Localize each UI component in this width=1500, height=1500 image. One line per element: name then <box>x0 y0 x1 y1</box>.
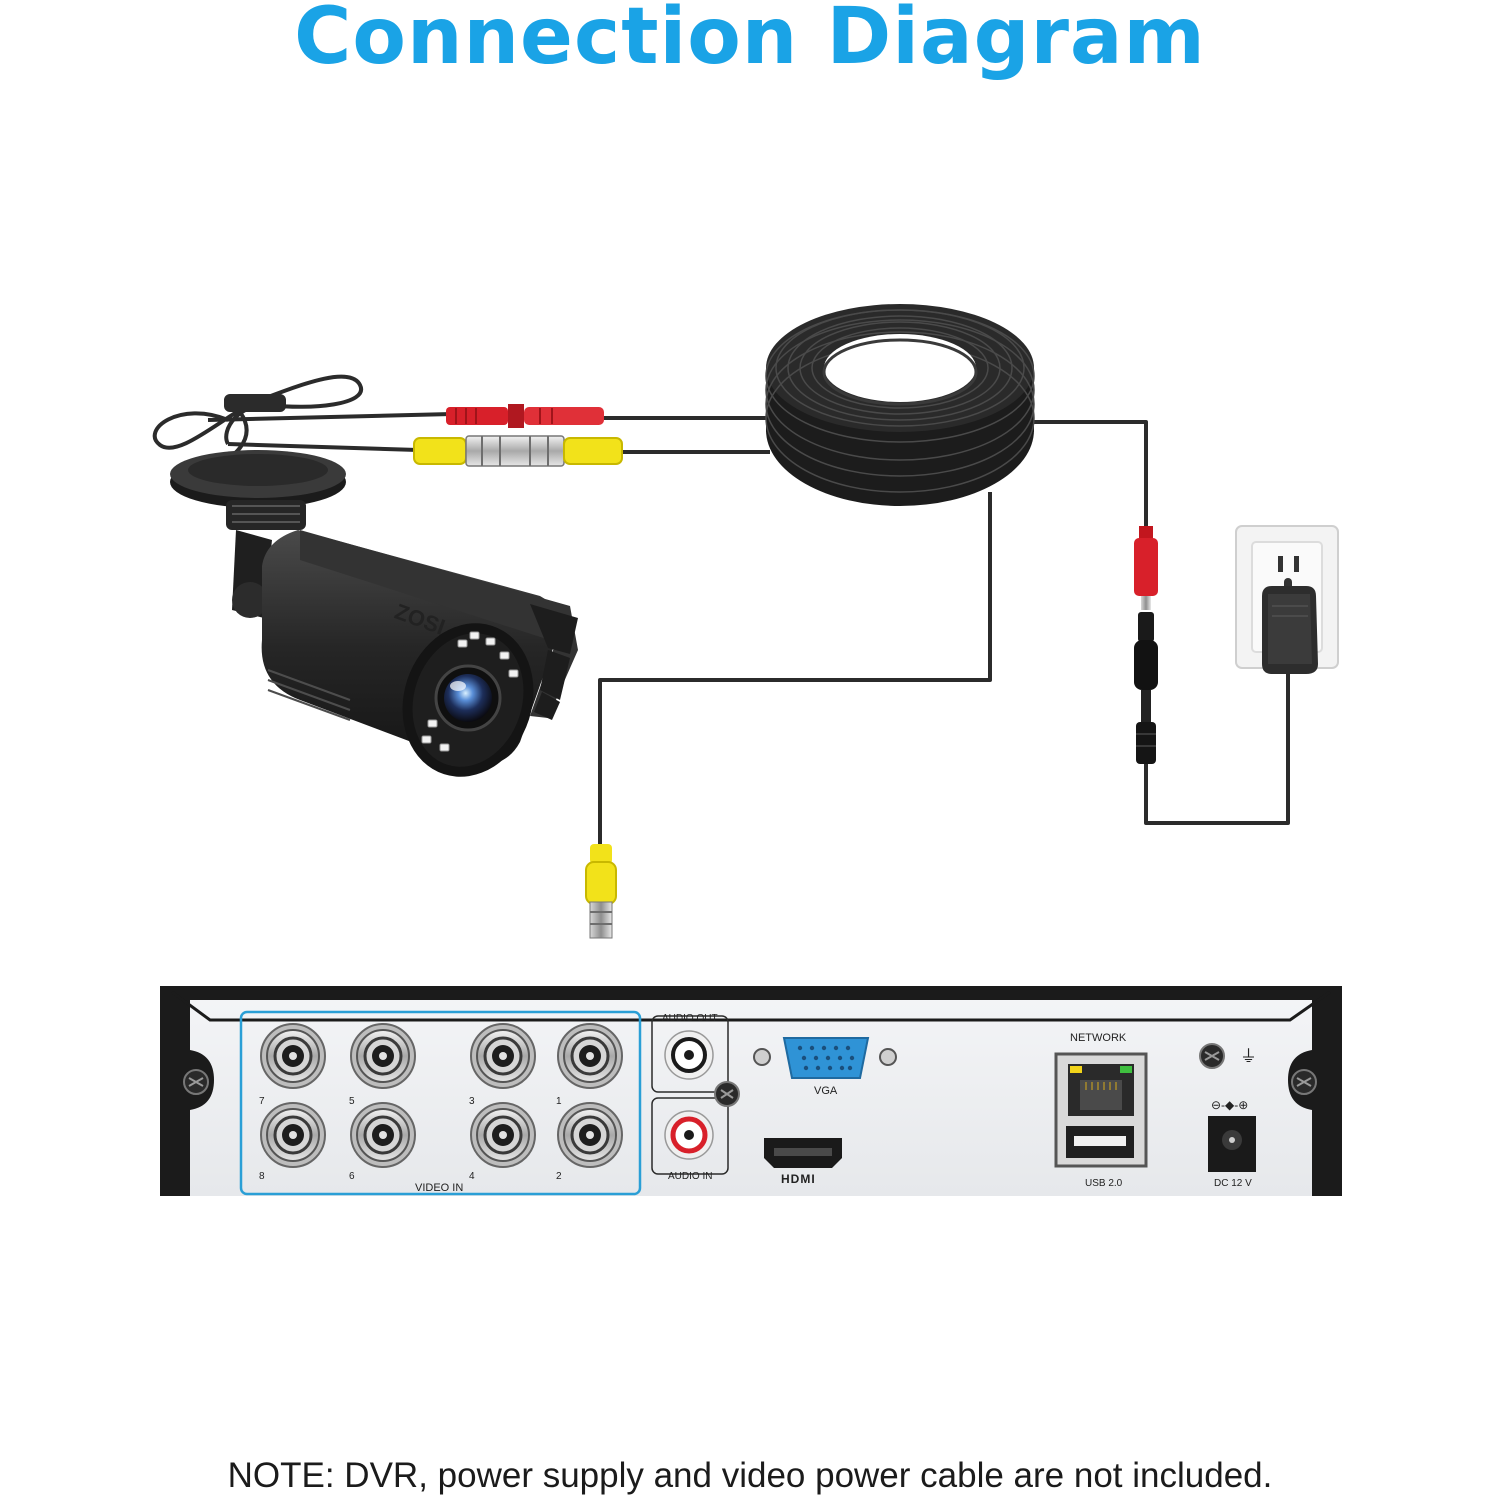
network-label: NETWORK <box>1070 1032 1127 1044</box>
power-cable-to-adapter <box>1030 420 1148 530</box>
usb-label: USB 2.0 <box>1085 1178 1123 1189</box>
vga-label: VGA <box>814 1085 838 1097</box>
dvr-bnc-connector <box>585 844 617 939</box>
ground-icon: ⏚ <box>1240 1047 1257 1066</box>
port-number-label: 6 <box>349 1171 355 1182</box>
diagram-title: Connection Diagram <box>294 0 1206 82</box>
audio-out-label: AUDIO OUT <box>662 1013 718 1024</box>
port-number-label: 8 <box>259 1171 265 1182</box>
bullet-camera: ZOSI <box>170 450 578 777</box>
audio-in-label: AUDIO IN <box>668 1171 712 1182</box>
power-lead-wire <box>207 412 453 422</box>
video-cable-to-dvr <box>598 492 992 848</box>
dc-power-plug <box>1134 526 1158 764</box>
port-number-label: 5 <box>349 1096 355 1107</box>
hdmi-label: HDMI <box>781 1172 816 1186</box>
audio-out-jack <box>664 1030 714 1080</box>
dc-power-jack <box>1208 1116 1256 1172</box>
dvr-rear-panel: 7 5 3 1 8 6 4 2 VIDEO IN AUDIO OUT AUDIO IN <box>160 986 1342 1196</box>
bnc-video-port <box>470 1102 536 1168</box>
bnc-video-connector <box>413 435 623 467</box>
cable-lines <box>207 412 1290 848</box>
adapter-cable <box>1144 670 1290 825</box>
bnc-video-port <box>260 1102 326 1168</box>
power-adapter <box>1262 586 1318 674</box>
port-number-label: 4 <box>469 1171 475 1182</box>
bnc-video-port <box>470 1023 536 1089</box>
screw-icon <box>183 1069 1317 1095</box>
vga-port <box>753 1037 897 1079</box>
audio-in-jack <box>664 1110 714 1160</box>
disclaimer-note: NOTE: DVR, power supply and video power … <box>227 1456 1273 1495</box>
cable-coil <box>765 304 1035 506</box>
video-lead-wire <box>227 442 419 452</box>
video-in-ports: 7 5 3 1 8 6 4 2 <box>259 1023 623 1182</box>
port-number-label: 2 <box>556 1171 562 1182</box>
video-in-group <box>239 1010 642 1196</box>
right-mounting-ear <box>1288 986 1342 1196</box>
port-number-label: 1 <box>556 1096 562 1107</box>
red-dc-connector <box>446 404 604 428</box>
bnc-video-port <box>557 1102 623 1168</box>
bnc-video-port <box>350 1023 416 1089</box>
polarity-label: ⊖-◆-⊕ <box>1211 1098 1248 1112</box>
bnc-video-port <box>260 1023 326 1089</box>
usb-port <box>1066 1126 1134 1158</box>
bnc-video-port <box>557 1023 623 1089</box>
hdmi-port <box>764 1138 842 1168</box>
video-in-label: VIDEO IN <box>415 1182 463 1194</box>
bnc-video-port <box>350 1102 416 1168</box>
port-number-label: 7 <box>259 1096 265 1107</box>
dc-label: DC 12 V <box>1214 1178 1252 1189</box>
port-number-label: 3 <box>469 1096 475 1107</box>
